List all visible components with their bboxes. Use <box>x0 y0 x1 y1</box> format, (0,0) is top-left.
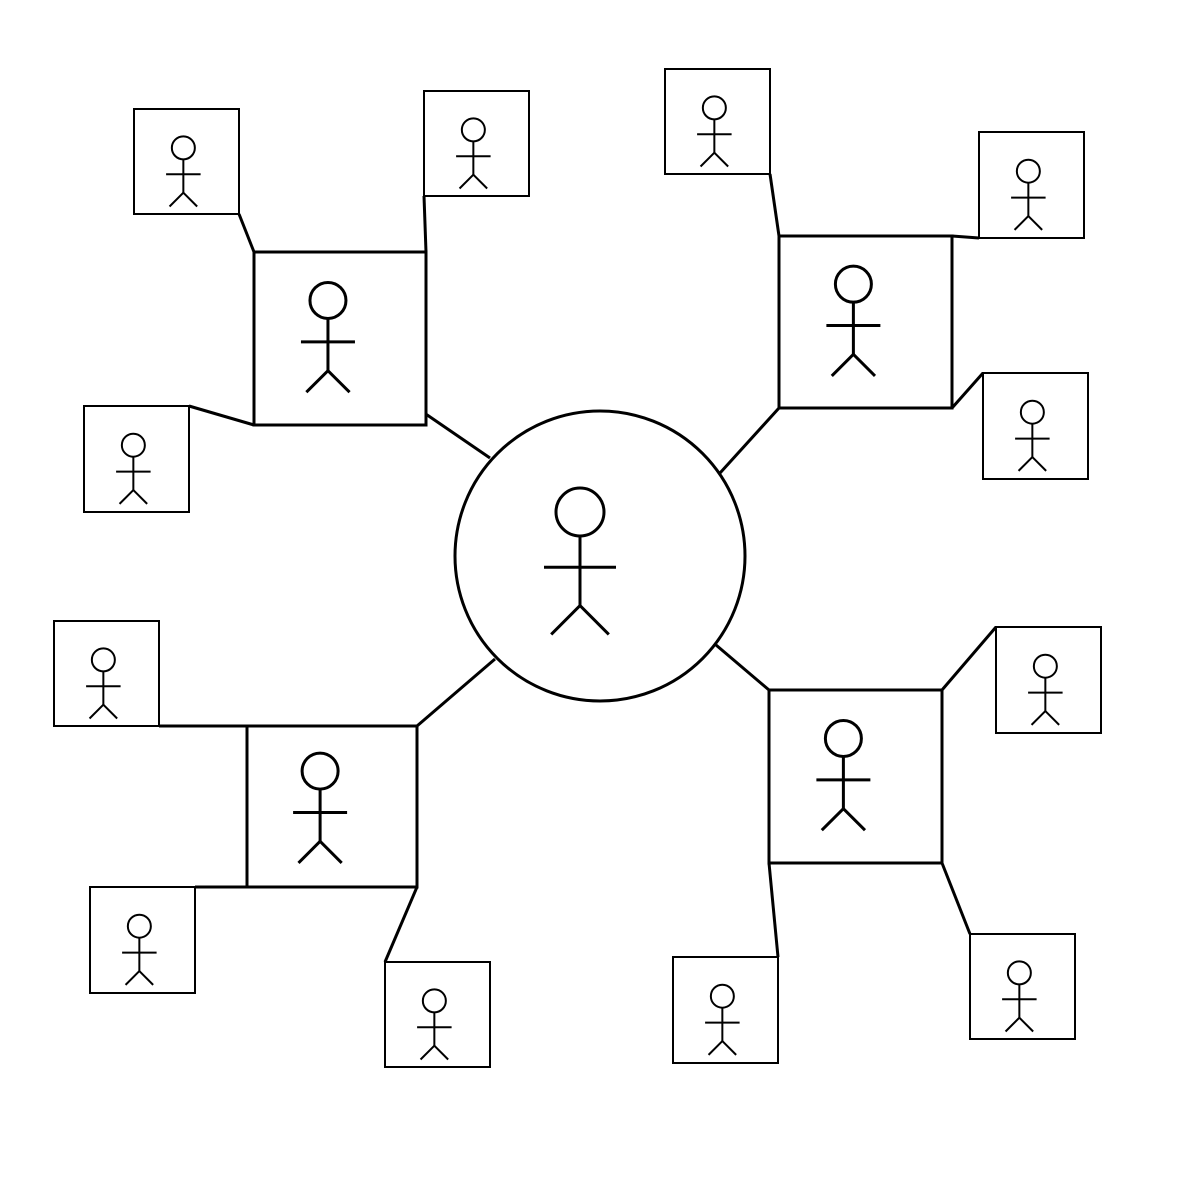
person-icon <box>697 95 732 168</box>
leaf-bottom-left-3 <box>384 961 491 1068</box>
leaf-bottom-left-2 <box>89 886 196 994</box>
leaf-top-right-2 <box>978 131 1085 239</box>
person-icon <box>1028 653 1063 726</box>
connector-hub-top-left-leaf-top-left-3 <box>188 404 255 427</box>
leaf-bottom-right-1 <box>995 626 1102 734</box>
person-icon <box>456 117 491 190</box>
connector-hub-top-left-leaf-top-left-2 <box>422 195 428 253</box>
person-icon <box>1011 158 1046 231</box>
leaf-bottom-right-1-box <box>995 626 1102 734</box>
leaf-bottom-left-1-box <box>53 620 160 727</box>
person-icon <box>1002 960 1037 1033</box>
leaf-top-right-1-box <box>664 68 771 175</box>
leaf-top-left-3-box <box>83 405 190 513</box>
leaf-top-right-3 <box>982 372 1089 480</box>
connector-hub-top-right-leaf-top-right-2 <box>951 234 980 240</box>
person-icon <box>86 647 121 720</box>
diagram-nodes <box>53 68 1102 1068</box>
hub-bottom-left <box>245 724 419 889</box>
leaf-top-left-2 <box>423 90 530 197</box>
hub-top-left <box>252 250 428 427</box>
connector-root-hub-bottom-left <box>416 657 496 728</box>
leaf-top-right-3-box <box>982 372 1089 480</box>
connector-root-hub-top-left <box>416 406 491 460</box>
connector-hub-top-left-leaf-top-left-1 <box>237 213 256 253</box>
root-node <box>453 409 747 703</box>
connector-hub-bottom-right-leaf-bottom-right-2 <box>940 862 972 935</box>
leaf-bottom-right-3-box <box>672 956 779 1064</box>
person-icon <box>116 432 151 505</box>
leaf-bottom-left-1 <box>53 620 160 727</box>
connector-root-hub-top-right <box>718 406 781 475</box>
person-icon <box>300 280 355 394</box>
connector-root-hub-bottom-right <box>715 643 770 692</box>
leaf-top-left-1-box <box>133 108 240 215</box>
person-icon <box>705 983 740 1056</box>
person-icon <box>417 988 452 1061</box>
hub-top-left-box <box>252 250 428 427</box>
person-icon <box>544 486 616 636</box>
hub-top-right-box <box>777 234 954 410</box>
leaf-bottom-right-2-box <box>969 933 1076 1040</box>
connector-hub-bottom-left-leaf-bottom-left-3 <box>383 886 419 963</box>
leaf-bottom-right-2 <box>969 933 1076 1040</box>
person-icon <box>293 751 348 864</box>
leaf-bottom-left-3-box <box>384 961 491 1068</box>
person-icon <box>826 264 881 378</box>
connector-hub-top-right-leaf-top-right-3 <box>950 372 985 409</box>
person-icon <box>1015 399 1050 472</box>
leaf-bottom-right-3 <box>672 956 779 1064</box>
leaf-top-left-3 <box>83 405 190 513</box>
leaf-top-left-2-box <box>423 90 530 197</box>
person-icon <box>166 135 201 208</box>
connector-hub-top-right-leaf-top-right-1 <box>768 173 781 237</box>
connector-hub-bottom-right-leaf-bottom-right-1 <box>940 626 998 691</box>
hub-top-right <box>777 234 954 410</box>
leaf-bottom-left-2-box <box>89 886 196 994</box>
root-circle <box>453 409 747 703</box>
leaf-top-right-2-box <box>978 131 1085 239</box>
hub-bottom-right-box <box>767 688 944 865</box>
connector-hub-bottom-right-leaf-bottom-right-3 <box>767 862 780 958</box>
person-icon <box>816 718 871 832</box>
leaf-top-left-1 <box>133 108 240 215</box>
leaf-top-right-1 <box>664 68 771 175</box>
person-icon <box>122 913 157 986</box>
hub-bottom-left-box <box>245 724 419 889</box>
connector-lines <box>159 173 998 963</box>
hub-bottom-right <box>767 688 944 865</box>
